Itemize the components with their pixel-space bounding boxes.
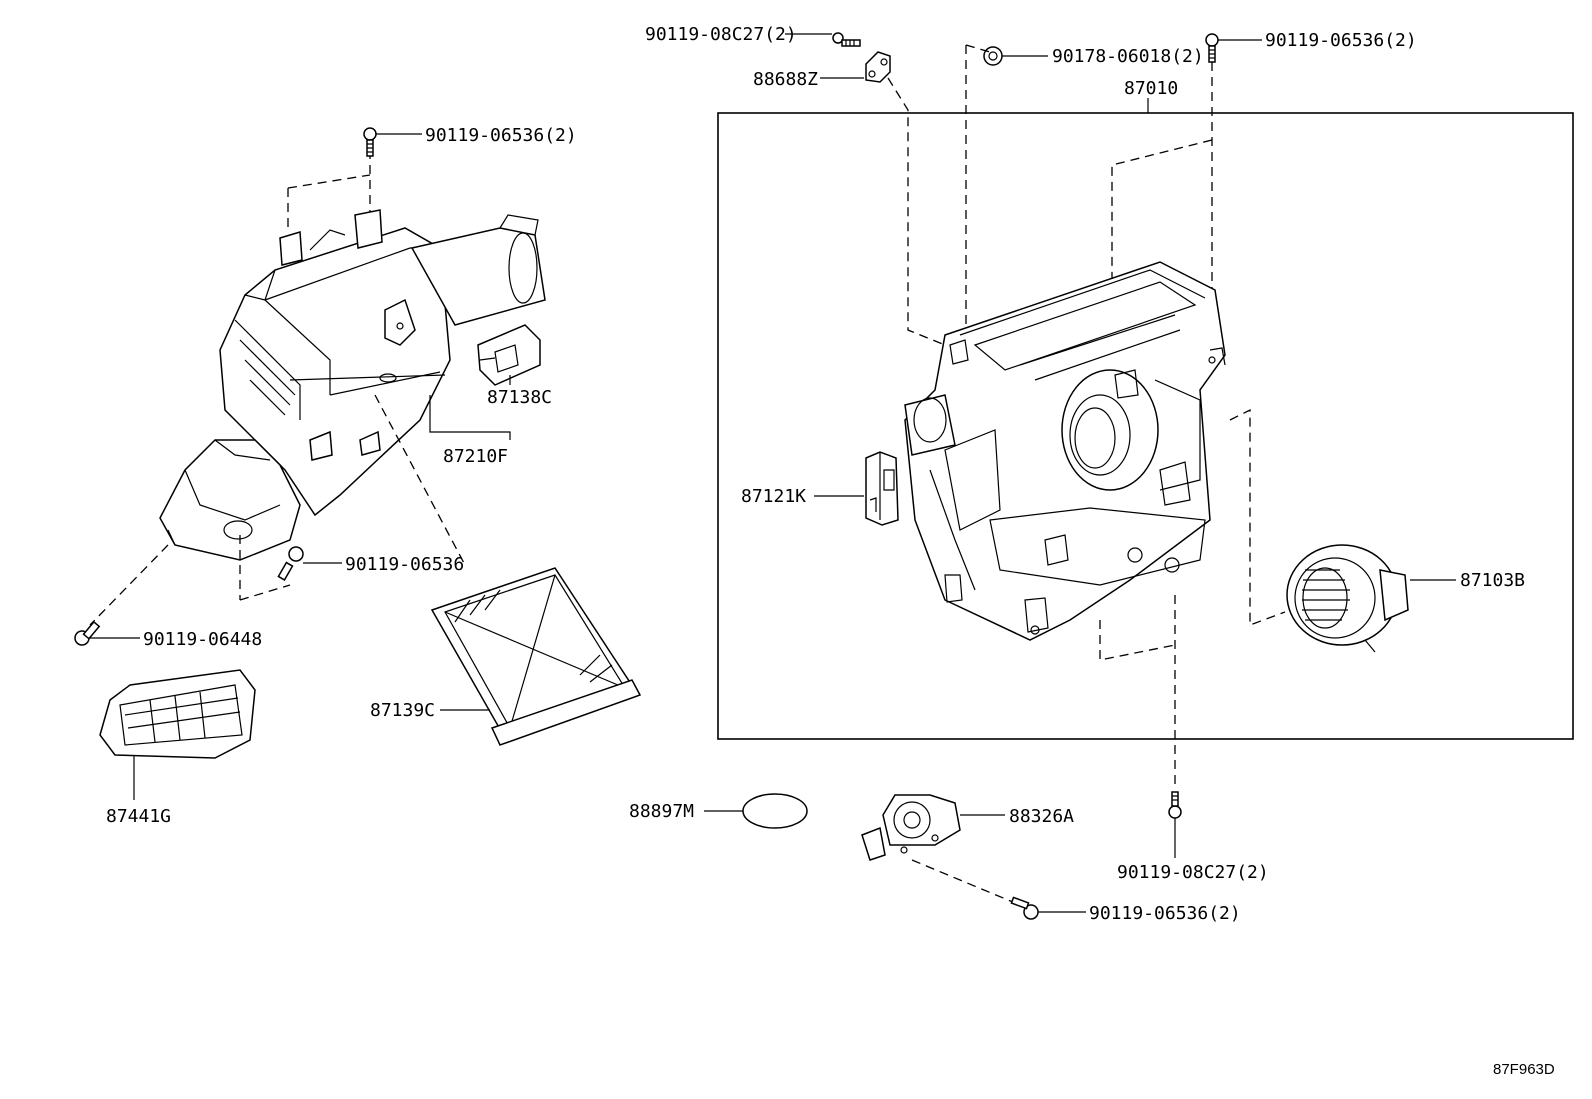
screw-90119-06536-left-icon — [363, 127, 377, 157]
label-88897m: 88897M — [629, 801, 694, 822]
label-90119-08c27-bottom: 90119-08C27(2) — [1117, 862, 1269, 883]
case-87210f-icon — [219, 209, 546, 517]
duct-lower-left-icon — [159, 439, 301, 561]
screw-90119-08c27-top-icon — [832, 32, 861, 47]
label-88326a: 88326A — [1009, 806, 1074, 827]
label-87010: 87010 — [1124, 78, 1178, 99]
screw-90119-06536-topright-icon — [1205, 33, 1219, 63]
label-87210f: 87210F — [443, 446, 508, 467]
label-88688z: 88688Z — [753, 69, 818, 90]
label-90119-08c27-top: 90119-08C27(2) — [645, 24, 797, 45]
grille-87441g-icon — [99, 669, 256, 759]
label-87103b: 87103B — [1460, 570, 1525, 591]
label-87138c: 87138C — [487, 387, 552, 408]
label-87441g: 87441G — [106, 806, 171, 827]
hvac-unit-body — [904, 261, 1226, 641]
screw-90119-06448-icon — [74, 620, 101, 646]
part-87121k-icon — [865, 451, 899, 526]
assembly-87010-frame — [717, 112, 1574, 740]
diagram-reference-code: 87F963D — [1493, 1061, 1555, 1078]
screw-90119-08c27-bottom-icon — [1168, 791, 1182, 819]
air-filter-87139c-icon — [430, 567, 642, 746]
screw-90119-06536-bottom-icon — [1010, 896, 1039, 920]
blower-motor-87103b-icon — [1286, 544, 1409, 653]
label-90119-06536-mid: 90119-06536 — [345, 554, 464, 575]
screw-90119-06536-mid-icon — [277, 546, 304, 581]
label-87121k: 87121K — [741, 486, 806, 507]
label-87139c: 87139C — [370, 700, 435, 721]
label-90119-06536-topright: 90119-06536(2) — [1265, 30, 1417, 51]
label-90119-06448: 90119-06448 — [143, 629, 262, 650]
clip-90178-06018-icon — [983, 46, 1003, 66]
cap-88897m-icon — [742, 793, 808, 829]
actuator-88326a-icon — [861, 794, 961, 861]
label-90119-06536-left: 90119-06536(2) — [425, 125, 577, 146]
bracket-88688z-icon — [865, 51, 891, 83]
label-90178-06018: 90178-06018(2) — [1052, 46, 1204, 67]
resistor-87138c-icon — [477, 324, 541, 386]
label-90119-06536-bottom: 90119-06536(2) — [1089, 903, 1241, 924]
